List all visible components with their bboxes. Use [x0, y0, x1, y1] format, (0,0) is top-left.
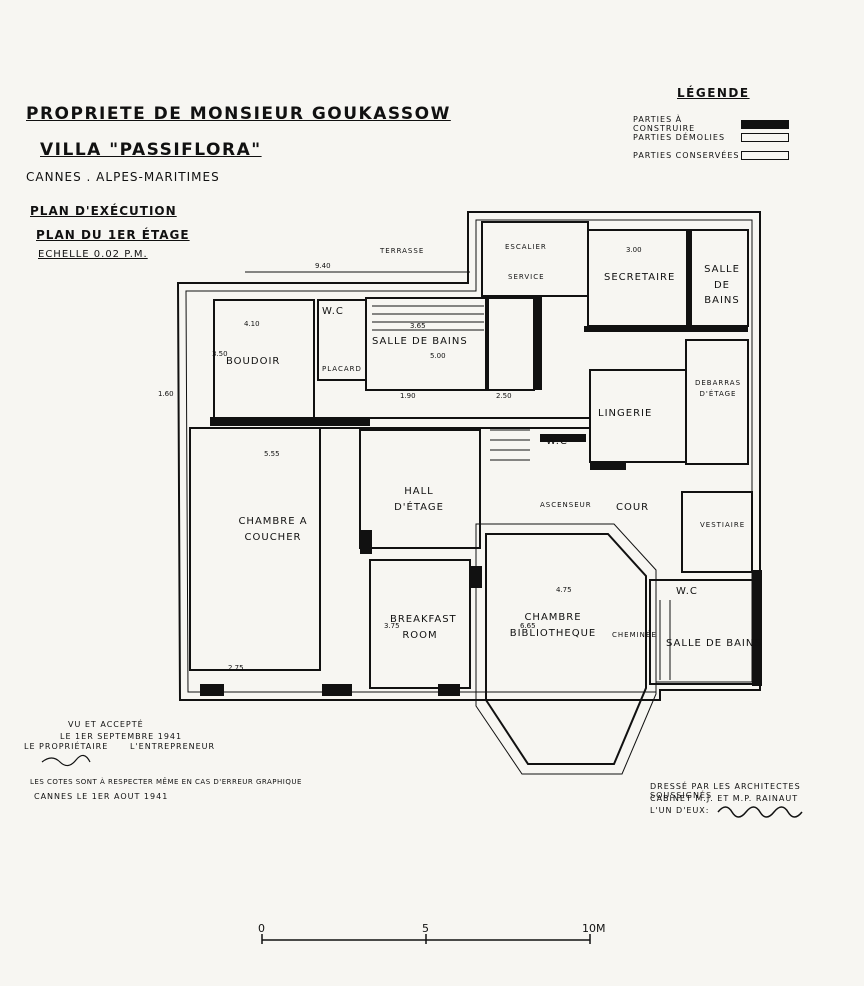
title-scale: ECHELLE 0.02 P.M. — [38, 249, 148, 260]
title-villa: VILLA "PASSIFLORA" — [40, 140, 262, 160]
scale-bar-graphic — [261, 934, 591, 944]
legend-swatch-outline — [741, 151, 789, 160]
dim-label: 5.55 — [264, 450, 280, 458]
stair-treads — [372, 305, 671, 680]
legend-label: PARTIES CONSERVÉES — [633, 151, 740, 160]
title-owner: PROPRIETE DE MONSIEUR GOUKASSOW — [26, 104, 451, 124]
room-cour: COUR — [616, 502, 650, 513]
scale-label-0: 0 — [258, 922, 265, 935]
room-boudoir: BOUDOIR — [226, 356, 281, 367]
room-terrasse: TERRASSE — [380, 247, 425, 255]
debarras-walls — [685, 339, 749, 465]
room-secretaire: SECRETAIRE — [604, 272, 676, 283]
dim-label: 3.00 — [626, 246, 642, 254]
legend-swatch-outline — [741, 133, 789, 142]
room-placard: PLACARD — [322, 365, 362, 373]
dim-label: 9.40 — [315, 262, 331, 270]
new-construction — [200, 230, 762, 696]
room-chambre-bibliotheque: CHAMBRE BIBLIOTHEQUE — [509, 612, 597, 639]
legend-item-construire: PARTIES À CONSTRUIRE — [633, 115, 789, 133]
library-walls-outer — [475, 523, 657, 775]
dim-label: 2.75 — [228, 664, 244, 672]
room-lingerie: LINGERIE — [598, 408, 653, 419]
approval-place-date: CANNES LE 1ER AOUT 1941 — [34, 792, 169, 801]
room-breakfast: BREAKFAST ROOM — [390, 614, 457, 641]
breakfast-walls — [369, 559, 471, 689]
room-wc-3: W.C — [676, 586, 698, 597]
chambre-walls — [189, 427, 321, 671]
dim-label: 2.50 — [496, 392, 512, 400]
room-salle-bains-top: SALLE DE BAINS — [704, 264, 740, 306]
legend-label: PARTIES DÉMOLIES — [633, 133, 726, 142]
dim-label: 4.10 — [244, 320, 260, 328]
room-service: SERVICE — [508, 273, 545, 281]
room-hall: HALL D'ÉTAGE — [394, 486, 444, 513]
scale-label-10: 10M — [582, 922, 606, 935]
architects-line3: L'UN D'EUX: — [650, 806, 710, 815]
architects-line1: DRESSÉ PAR LES ARCHITECTES SOUSSIGNÉS — [650, 782, 801, 800]
room-chambre-coucher: CHAMBRE A COUCHER — [238, 516, 308, 543]
room-vestiaire: VESTIAIRE — [700, 521, 746, 529]
room-escalier: ESCALIER — [505, 243, 547, 251]
small-bath-walls — [649, 579, 757, 685]
approval-note: LES COTES SONT À RESPECTER MÊME EN CAS D… — [30, 778, 302, 786]
room-wc-2: W.C — [546, 436, 568, 447]
title-floor: PLAN DU 1ER ÉTAGE — [36, 228, 190, 242]
title-location: CANNES . ALPES-MARITIMES — [26, 170, 220, 184]
architect-signature — [717, 806, 803, 818]
dim-label: 5.00 — [430, 352, 446, 360]
patois-walls — [487, 297, 535, 391]
legend-label: PARTIES À CONSTRUIRE — [633, 115, 696, 133]
dim-label: 6.65 — [520, 622, 536, 630]
room-salle-bains-main: SALLE DE BAINS — [372, 336, 468, 347]
vestiaire-walls — [681, 491, 753, 573]
dim-label: 1.60 — [158, 390, 174, 398]
stair-walls — [481, 221, 589, 297]
architects-line2: CABINET M.J. ET M.P. RAINAUT — [650, 794, 799, 803]
room-salle-bains-small: SALLE DE BAINS — [666, 638, 762, 649]
outer-wall — [176, 211, 761, 701]
dim-label: 3.75 — [384, 622, 400, 630]
legend-swatch-black — [741, 119, 789, 129]
legend-title: LÉGENDE — [677, 86, 750, 100]
title-plan-type: PLAN D'EXÉCUTION — [30, 204, 177, 218]
room-wc-1: W.C — [322, 306, 344, 317]
room-debarras: DEBARRAS D'ÉTAGE — [694, 379, 742, 398]
dim-label: 4.75 — [556, 586, 572, 594]
dim-label: 1.90 — [400, 392, 416, 400]
approval-line2: LE 1ER SEPTEMBRE 1941 — [60, 732, 183, 741]
bath-walls — [365, 297, 487, 391]
approval-line1: VU ET ACCEPTÉ — [68, 720, 144, 729]
room-ascenseur: ASCENSEUR — [540, 501, 592, 509]
dim-label: 3.50 — [212, 350, 228, 358]
library-walls — [485, 533, 647, 765]
hall-walls — [359, 429, 481, 549]
legend-item-conservees: PARTIES CONSERVÉES — [633, 151, 789, 160]
room-cheminee: CHEMINÉE — [612, 631, 657, 639]
dim-label: 3.65 — [410, 322, 426, 330]
approval-owner: LE PROPRIÉTAIRE — [24, 742, 109, 751]
scale-label-5: 5 — [422, 922, 429, 935]
owner-signature — [41, 754, 91, 767]
approval-contractor: L'ENTREPRENEUR — [130, 742, 216, 751]
legend-item-demolies: PARTIES DÉMOLIES — [633, 133, 789, 142]
